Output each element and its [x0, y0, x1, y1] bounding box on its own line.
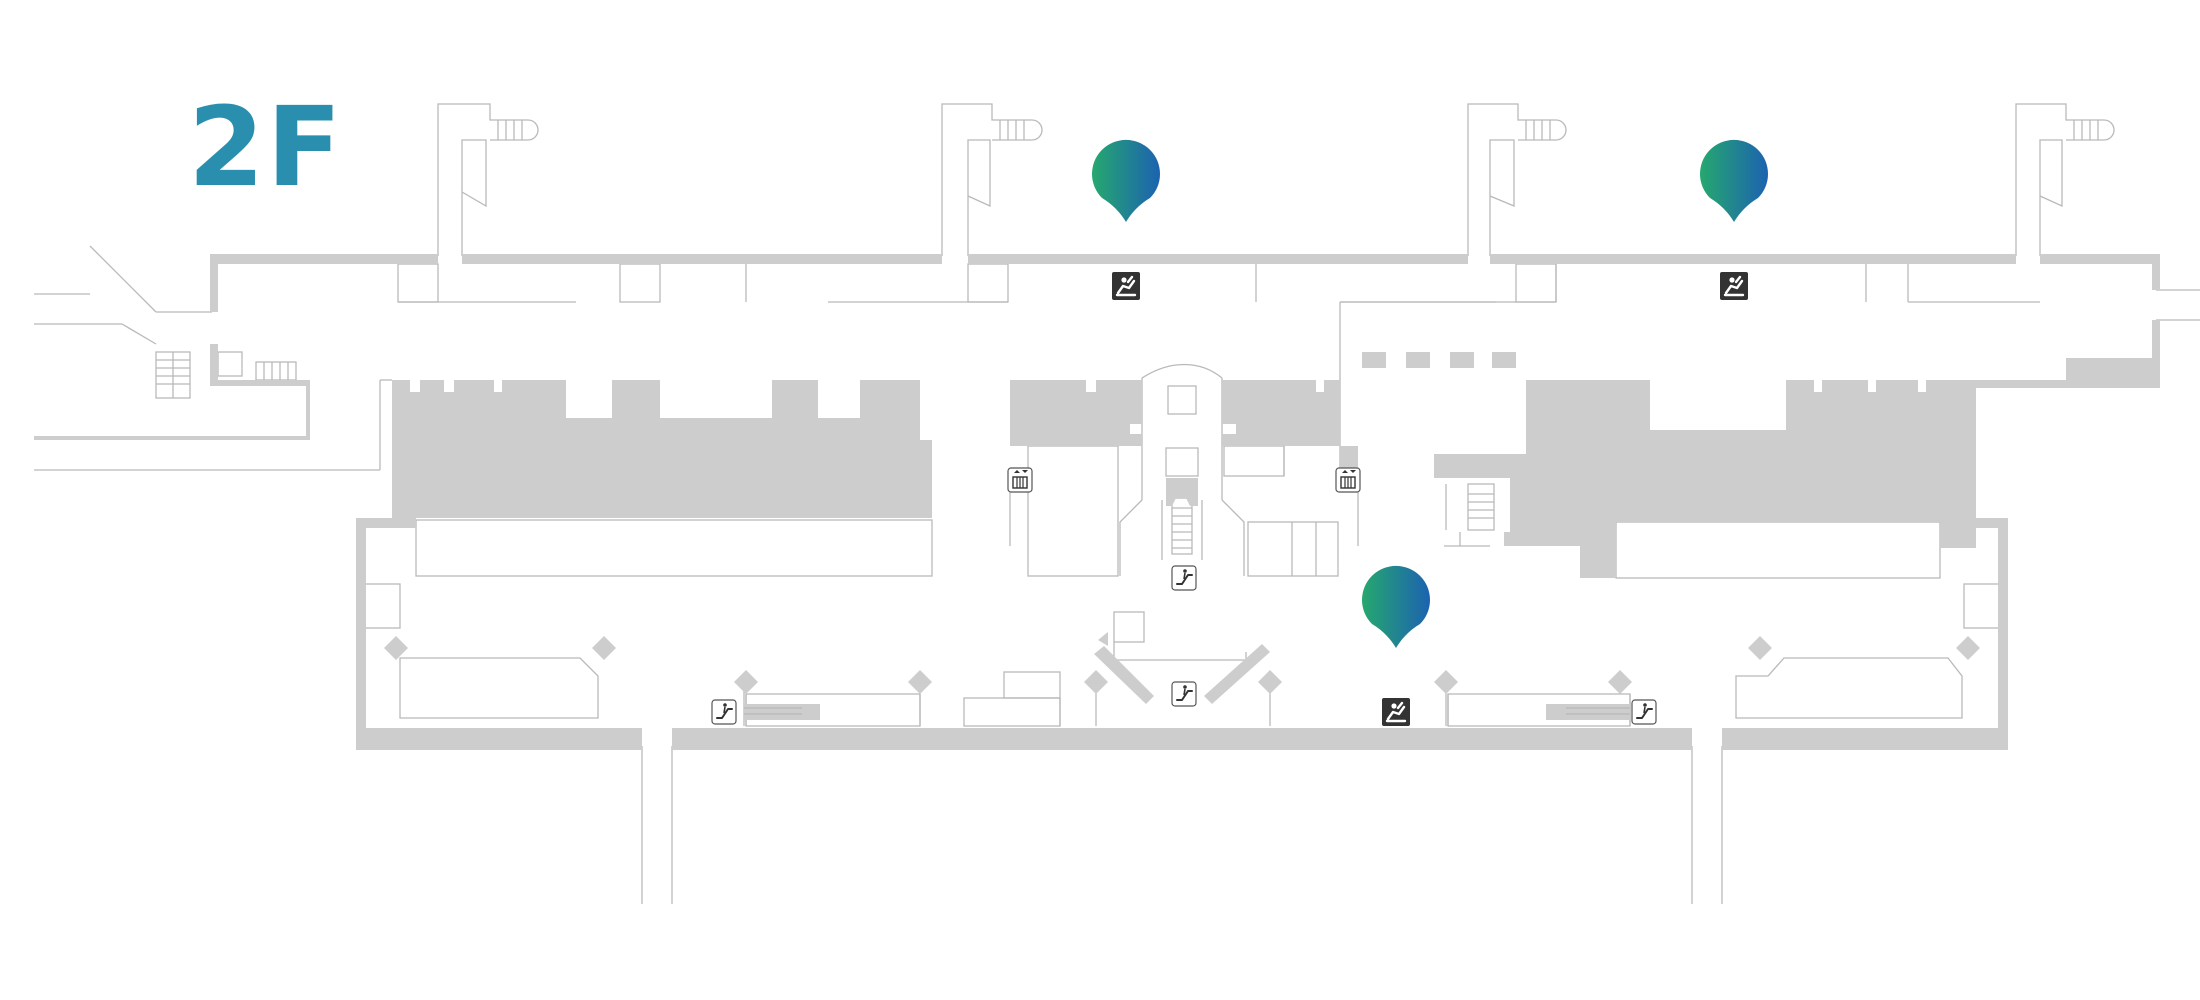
map-pin-marker-icon: [1092, 139, 1160, 222]
escalator-icon-center-lower[interactable]: [1171, 681, 1197, 707]
escalator-stripes: [744, 707, 1630, 715]
floor-label: 2F: [188, 83, 344, 211]
elevator-icon-east[interactable]: [1335, 467, 1361, 493]
jet-bridge-4: [2015, 103, 2115, 256]
map-pin-marker-icon: [1700, 139, 1768, 222]
elevator-icon-west[interactable]: [1007, 467, 1033, 493]
building-outline: [34, 103, 2200, 904]
highlighted-massage-chair-pin-north-east[interactable]: [1700, 139, 1768, 302]
escalator-icon-center-upper[interactable]: [1171, 565, 1197, 591]
building-walls: [34, 254, 2160, 750]
jet-bridge-1: [437, 103, 539, 256]
escalator-icon-south-west[interactable]: [711, 699, 737, 725]
highlighted-massage-chair-pin-south-center[interactable]: [1362, 565, 1430, 728]
jet-bridge-2: [941, 103, 1043, 256]
jet-bridge-3: [1467, 103, 1567, 256]
massage-chair-icon: [1718, 270, 1750, 302]
map-pin-marker-icon: [1362, 565, 1430, 648]
highlighted-massage-chair-pin-north-center[interactable]: [1092, 139, 1160, 302]
massage-chair-icon: [1380, 696, 1412, 728]
escalator-icon-south-east[interactable]: [1631, 699, 1657, 725]
massage-chair-icon: [1110, 270, 1142, 302]
